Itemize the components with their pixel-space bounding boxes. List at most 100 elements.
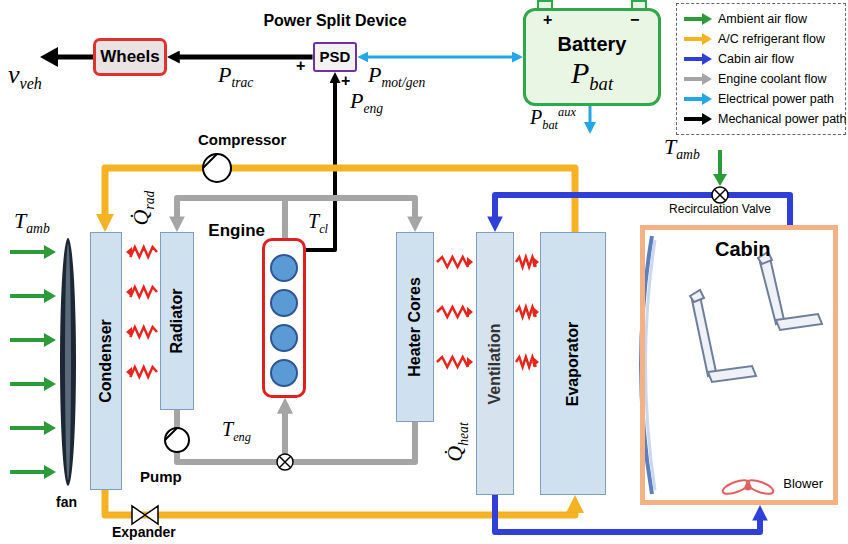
speed-arrow: [56, 55, 97, 60]
expander-symbol: [132, 506, 158, 524]
node-title: Ventilation: [486, 323, 504, 404]
symbol-base: P: [218, 62, 231, 87]
swatch-head: [702, 13, 712, 25]
swatch-head: [702, 33, 712, 45]
temperature-symbol: Tamb: [14, 208, 50, 233]
swatch-head: [702, 113, 712, 125]
swatch-head: [702, 93, 712, 105]
superscript: aux: [558, 105, 576, 119]
compressor-symbol: [203, 154, 231, 182]
symbol-base: T: [664, 134, 676, 159]
subscript: bat: [542, 118, 558, 132]
recirculation-valve: [712, 187, 728, 203]
legend-row: Cabin air flow: [683, 49, 839, 69]
heat-flow-zigzag: [516, 307, 536, 317]
temperature-symbol: Tamb: [664, 134, 700, 159]
node-title: Wheels: [100, 47, 160, 67]
swatch-line: [684, 97, 703, 101]
electrical-power-path: [366, 56, 514, 59]
heat-flow-zigzag: [130, 287, 157, 297]
swatch-line: [684, 57, 703, 61]
heat-flow-head: [126, 327, 132, 337]
power-split-device: Power Split DevicePSD: [313, 42, 358, 72]
coolant-line: [177, 410, 285, 462]
sign: +: [341, 72, 350, 90]
evaporator-box: Evaporator: [540, 232, 606, 495]
swatch-head: [702, 73, 712, 85]
legend-row: Mechanical power path: [683, 109, 839, 129]
node-title: Condenser: [97, 319, 115, 403]
heat-flow-zigzag: [130, 247, 157, 257]
legend-swatch: [683, 73, 713, 85]
cabin-air-duct: [495, 195, 790, 225]
aux-power-arrow: [589, 106, 592, 124]
heat-flow-head: [467, 357, 473, 367]
radiator-box: Radiator: [160, 232, 194, 410]
swatch-line: [684, 37, 703, 41]
subscript: amb: [26, 221, 49, 236]
ambient-intake-arrowhead: [713, 174, 727, 186]
sign: +: [296, 57, 305, 75]
heat-flow-zigzag: [130, 367, 157, 377]
fan-symbol: [60, 238, 76, 486]
legend-row: A/C refrigerant flow: [683, 29, 839, 49]
power-symbol: Peng: [350, 88, 383, 113]
wheels-box: Wheels: [93, 38, 167, 76]
pump-symbol: [165, 428, 189, 452]
speed-symbol: vveh: [8, 60, 42, 90]
node-title: Power Split Device: [263, 12, 406, 30]
legend-swatch: [683, 93, 713, 105]
swatch-line: [684, 77, 703, 81]
part-label: Recirculation Valve: [669, 203, 771, 217]
symbol-base: P: [530, 106, 542, 128]
part-label: Expander: [112, 524, 176, 540]
subscript: cl: [319, 222, 328, 236]
heat-flow-zigzag: [437, 307, 468, 317]
legend-text: Electrical power path: [718, 92, 834, 106]
terminal-sign: +: [543, 11, 552, 29]
node-title: Heater Cores: [406, 277, 424, 377]
speed-arrowhead: [40, 47, 58, 67]
heat-flow-symbol: Q̇heat: [442, 422, 467, 461]
ambient-air-arrows: [10, 245, 56, 479]
legend-swatch: [683, 53, 713, 65]
subscript: eng: [363, 101, 383, 116]
swatch-line: [684, 117, 703, 121]
ventilation-box: Ventilation: [476, 232, 514, 495]
power-symbol: Pbataux: [530, 106, 576, 129]
legend-row: Electrical power path: [683, 89, 839, 109]
legend-text: A/C refrigerant flow: [718, 32, 825, 46]
swatch-head: [702, 53, 712, 65]
symbol-base: Q̇: [128, 210, 153, 226]
heat-flow-head: [533, 307, 539, 317]
windshield-glass: [646, 240, 656, 490]
blower-fan: [721, 478, 775, 497]
legend-box: Ambient air flowA/C refrigerant flowCabi…: [676, 3, 846, 135]
legend-text: Ambient air flow: [718, 12, 807, 26]
subscript: trac: [231, 75, 253, 90]
heat-flow-zigzag: [516, 357, 536, 367]
heat-flow-zigzag: [130, 327, 157, 337]
heat-flow-head: [126, 247, 132, 257]
subscript: amb: [676, 147, 699, 162]
aux-power-arrowhead: [584, 122, 596, 134]
symbol-base: P: [368, 62, 381, 87]
subscript: rad: [142, 191, 157, 210]
mechanical-power-path: [177, 55, 312, 60]
node-title: Engine: [208, 221, 265, 241]
symbol-base: Q̇: [442, 446, 467, 462]
edge-label: Pmot/gen: [366, 62, 427, 87]
temperature-symbol: Teng: [222, 418, 251, 441]
subscript: mot/gen: [381, 75, 425, 90]
seat: [690, 290, 756, 382]
heat-flow-symbol: Q̇rad: [128, 191, 153, 226]
node-text: Pbat: [571, 56, 613, 91]
heat-flow-zigzag: [437, 257, 468, 267]
subscript: bat: [589, 73, 613, 94]
node-title: Cabin: [715, 238, 771, 261]
node-title: Evaporator: [564, 321, 582, 405]
heat-flow-head: [126, 287, 132, 297]
legend-text: Cabin air flow: [718, 52, 794, 66]
part-label: Compressor: [198, 131, 286, 148]
